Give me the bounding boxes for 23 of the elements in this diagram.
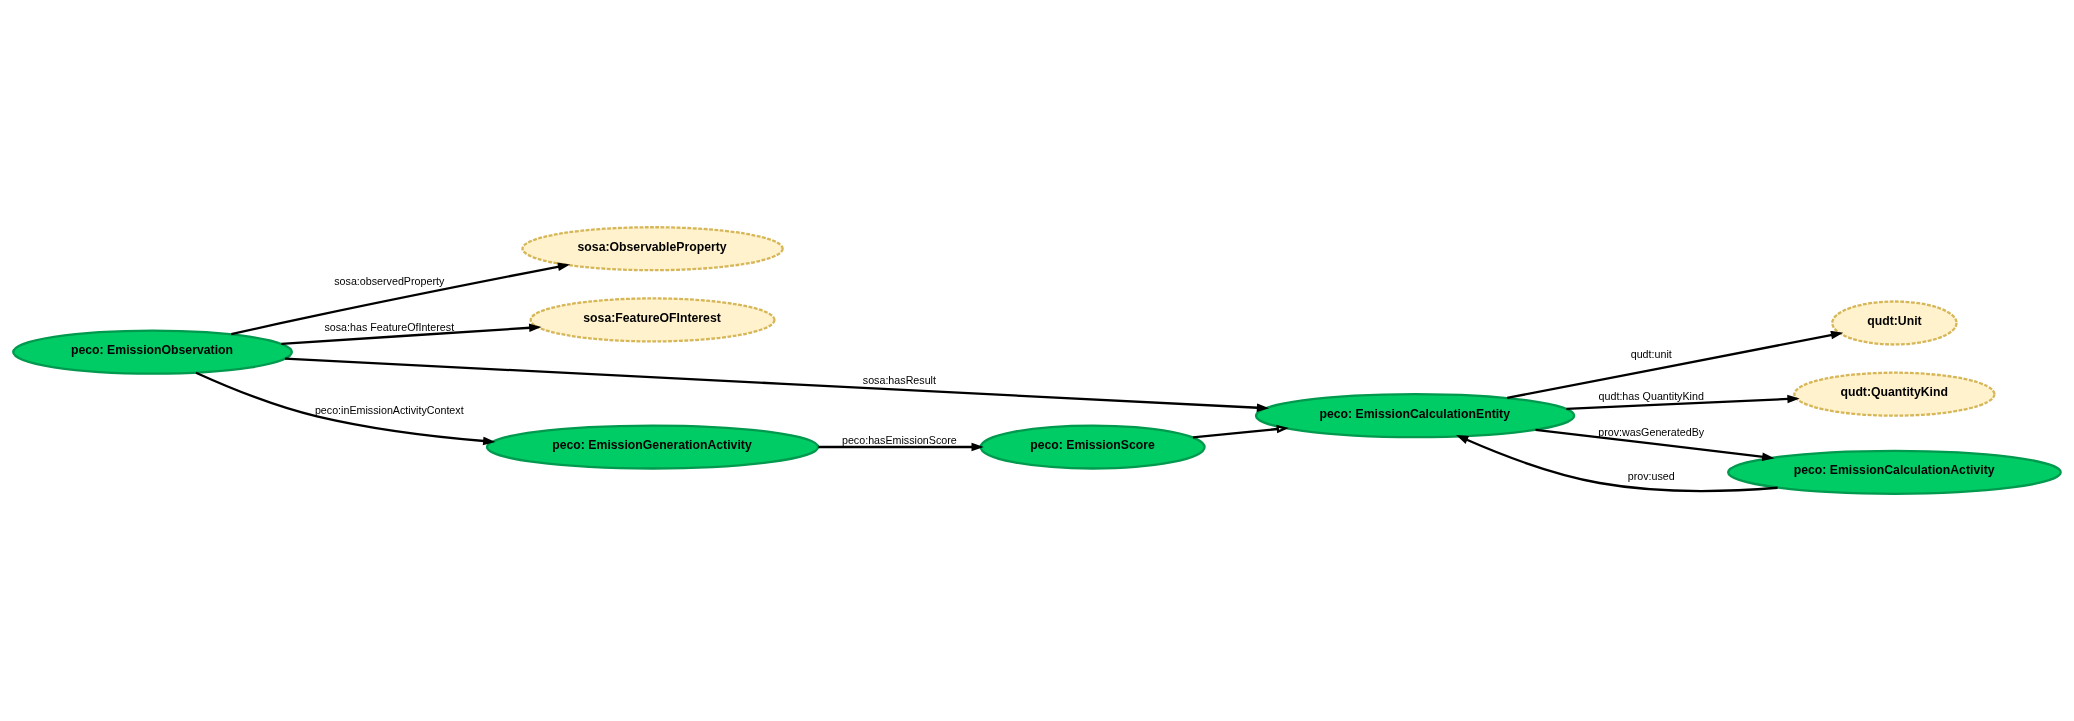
- arrow: [818, 442, 984, 452]
- arrow: [284, 357, 1270, 412]
- arrow: [281, 323, 542, 345]
- edge-label: qudt:unit: [1630, 348, 1672, 361]
- arrow: [1506, 330, 1844, 400]
- edge-label: sosa:observedProperty: [334, 274, 445, 287]
- edge-label: qudt:has QuantityKind: [1598, 389, 1704, 402]
- node-ellipse: qudt:QuantityKind: [1793, 371, 1996, 417]
- arrow: [1456, 435, 1778, 493]
- arrow: [1535, 428, 1775, 461]
- node-ellipse: peco: EmissionGenerationActivity: [485, 424, 820, 470]
- edge-label: peco:hasEmissionScore: [841, 434, 957, 447]
- arrow: [1566, 394, 1800, 410]
- edge-label: prov:used: [1627, 470, 1675, 483]
- edge-label: prov:wasGeneratedBy: [1598, 425, 1705, 438]
- arrow: [1192, 424, 1289, 439]
- arrow: [195, 371, 496, 446]
- arrow: [231, 262, 571, 336]
- node-ellipse: peco: EmissionScore: [979, 424, 1206, 470]
- edge-label: sosa:has FeatureOfInterest: [324, 320, 455, 333]
- node-ellipse: peco: EmissionObservation: [12, 329, 293, 375]
- edge-label: sosa:hasResult: [862, 373, 936, 386]
- edge-label: peco:inEmissionActivityContext: [314, 403, 464, 416]
